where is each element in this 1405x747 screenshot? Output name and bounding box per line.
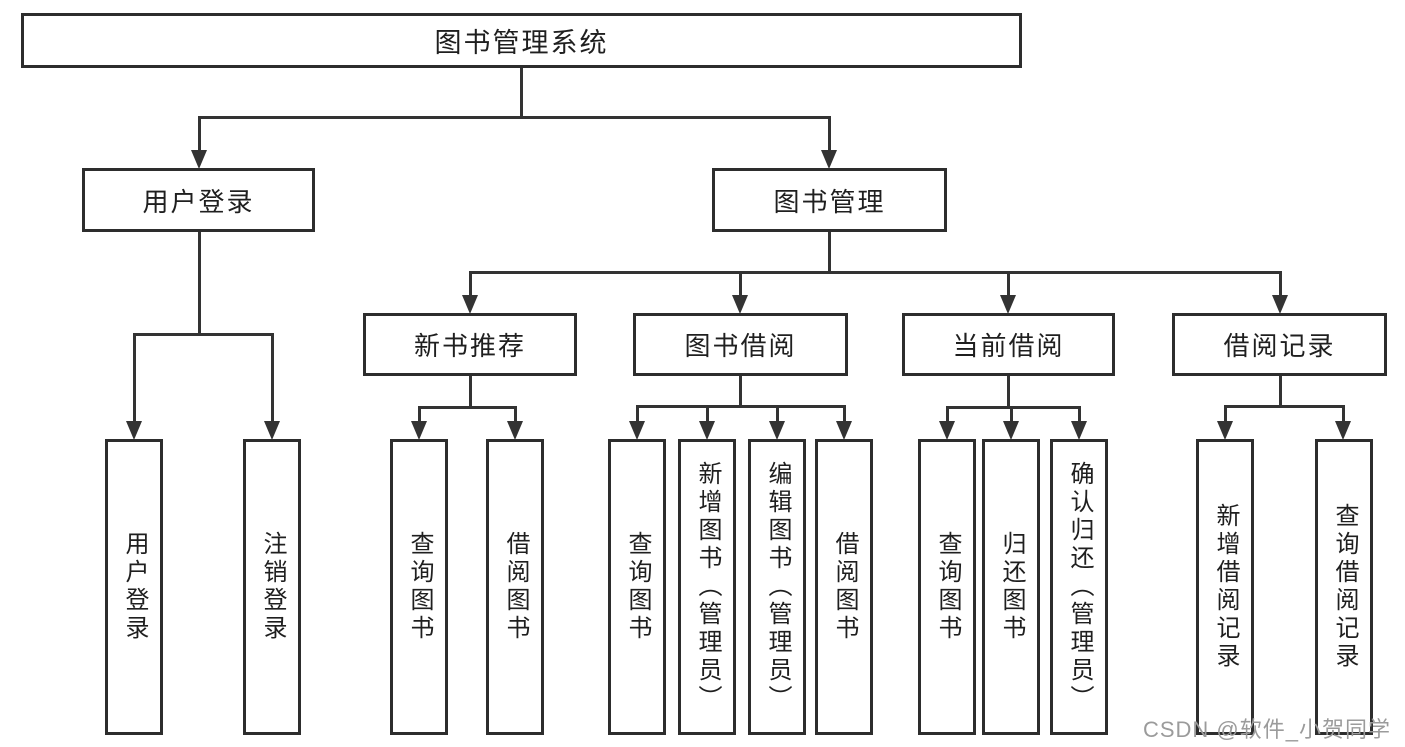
arrow-head bbox=[507, 421, 523, 440]
leaf-query-books-borrow: 查询图书 bbox=[608, 439, 666, 735]
arrow-shaft bbox=[1006, 272, 1010, 298]
leaf-add-borrow-record: 新增借阅记录 bbox=[1196, 439, 1254, 735]
arrow-shaft bbox=[775, 406, 779, 424]
arrow-shaft bbox=[827, 117, 831, 153]
arrow-shaft bbox=[738, 272, 742, 298]
connector-book-management-bar bbox=[468, 270, 1282, 274]
arrow-head bbox=[629, 421, 645, 440]
connector-borrow-records-bar bbox=[1223, 404, 1345, 408]
connector-user-login-stem bbox=[197, 232, 201, 335]
arrow-head bbox=[699, 421, 715, 440]
arrow-head bbox=[836, 421, 852, 440]
leaf-borrow-books-borrow: 借阅图书 bbox=[815, 439, 873, 735]
arrow-head bbox=[732, 295, 748, 314]
arrow-head bbox=[1071, 421, 1087, 440]
arrow-shaft bbox=[1077, 407, 1081, 424]
arrow-head bbox=[126, 421, 142, 440]
arrow-shaft bbox=[1278, 272, 1282, 298]
arrow-shaft bbox=[513, 407, 517, 424]
connector-book-borrow-stem bbox=[738, 376, 742, 407]
arrow-shaft bbox=[197, 117, 201, 153]
leaf-return-book: 归还图书 bbox=[982, 439, 1040, 735]
leaf-confirm-return-admin: 确认归还（管理员） bbox=[1050, 439, 1108, 735]
arrow-head bbox=[411, 421, 427, 440]
arrow-head bbox=[1335, 421, 1351, 440]
arrow-shaft bbox=[417, 407, 421, 424]
leaf-query-books-recommend: 查询图书 bbox=[390, 439, 448, 735]
arrow-head bbox=[769, 421, 785, 440]
arrow-shaft bbox=[132, 334, 136, 424]
connector-current-borrow-stem bbox=[1006, 376, 1010, 408]
arrow-head bbox=[1217, 421, 1233, 440]
arrow-head bbox=[462, 295, 478, 314]
arrow-shaft bbox=[705, 406, 709, 424]
connector-root-stem bbox=[519, 68, 523, 117]
arrow-head bbox=[191, 150, 207, 169]
arrow-shaft bbox=[1223, 406, 1227, 424]
connector-current-borrow-bar bbox=[945, 405, 1081, 409]
connector-new-book-recommend-bar bbox=[417, 405, 517, 409]
node-new-book-recommend: 新书推荐 bbox=[363, 313, 577, 376]
arrow-head bbox=[1000, 295, 1016, 314]
connector-borrow-records-stem bbox=[1278, 376, 1282, 407]
arrow-shaft bbox=[842, 406, 846, 424]
node-borrow-records: 借阅记录 bbox=[1172, 313, 1387, 376]
leaf-edit-book-admin: 编辑图书（管理员） bbox=[748, 439, 806, 735]
leaf-borrow-books-recommend: 借阅图书 bbox=[486, 439, 544, 735]
connector-book-borrow-bar bbox=[635, 404, 846, 408]
arrow-head bbox=[1003, 421, 1019, 440]
arrow-shaft bbox=[1341, 406, 1345, 424]
node-library-management-system: 图书管理系统 bbox=[21, 13, 1022, 68]
node-current-borrow: 当前借阅 bbox=[902, 313, 1115, 376]
node-user-login: 用户登录 bbox=[82, 168, 315, 232]
leaf-query-books-current: 查询图书 bbox=[918, 439, 976, 735]
leaf-user-login: 用户登录 bbox=[105, 439, 163, 735]
leaf-query-borrow-record: 查询借阅记录 bbox=[1315, 439, 1373, 735]
arrow-shaft bbox=[468, 272, 472, 298]
arrow-head bbox=[264, 421, 280, 440]
arrow-shaft bbox=[270, 334, 274, 424]
node-book-borrow: 图书借阅 bbox=[633, 313, 848, 376]
connector-new-book-recommend-stem bbox=[468, 376, 472, 408]
arrow-head bbox=[1272, 295, 1288, 314]
connector-book-management-stem bbox=[827, 232, 831, 273]
connector-user-login-bar bbox=[132, 332, 274, 336]
arrow-shaft bbox=[945, 407, 949, 424]
leaf-logout: 注销登录 bbox=[243, 439, 301, 735]
arrow-shaft bbox=[635, 406, 639, 424]
csdn-watermark: CSDN @软件_小贺同学 bbox=[1142, 717, 1391, 742]
arrow-head bbox=[939, 421, 955, 440]
arrow-head bbox=[821, 150, 837, 169]
arrow-shaft bbox=[1009, 407, 1013, 424]
connector-root-bar bbox=[197, 115, 831, 119]
node-book-management: 图书管理 bbox=[712, 168, 947, 232]
leaf-add-book-admin: 新增图书（管理员） bbox=[678, 439, 736, 735]
